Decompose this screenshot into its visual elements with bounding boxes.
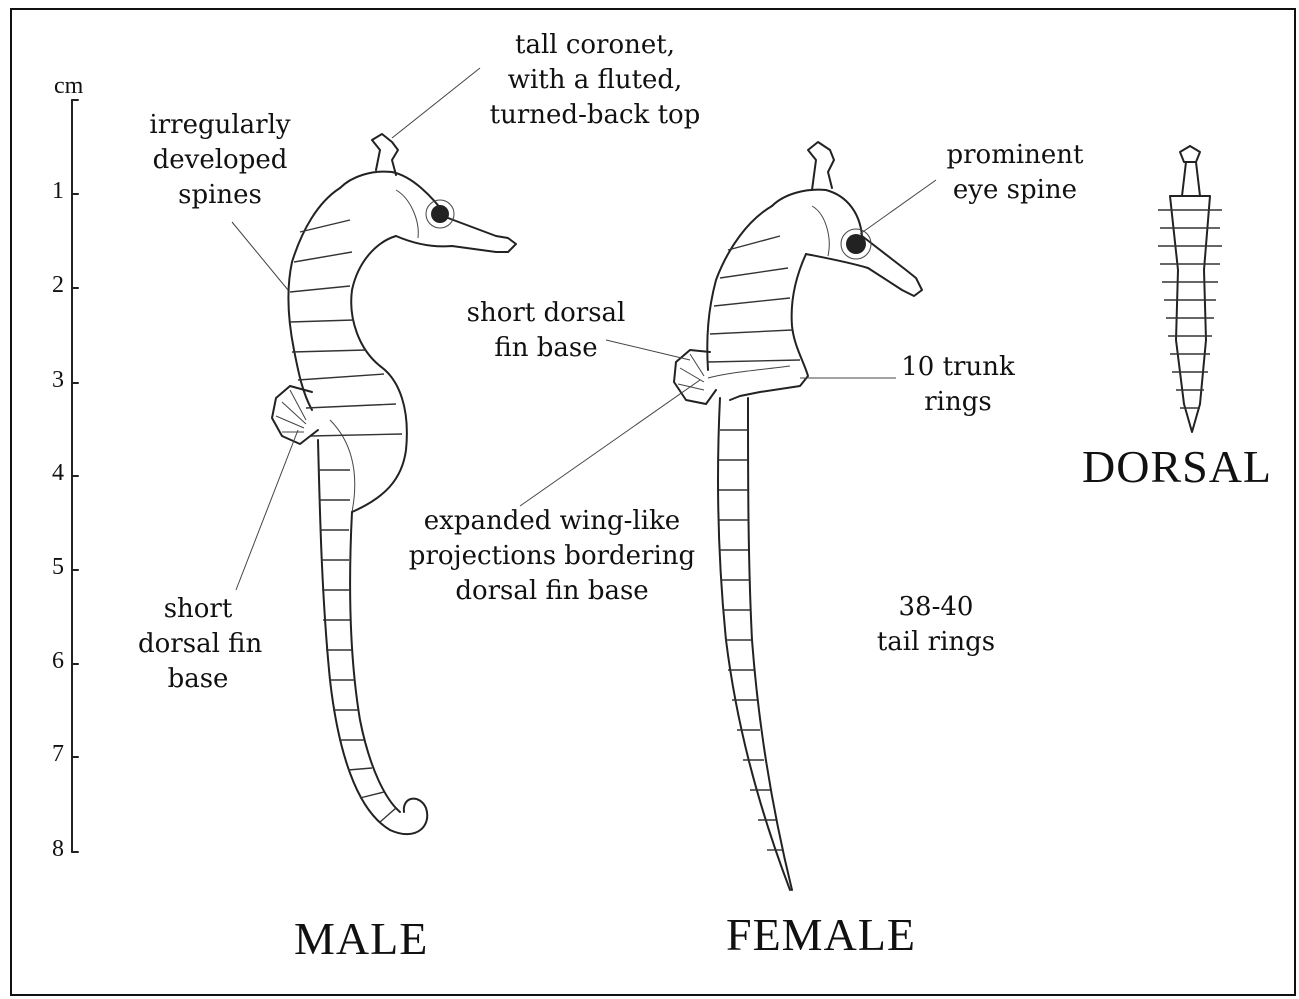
label-male-dorsal-fin-line3: base [138,662,258,697]
caption-female: FEMALE [726,908,916,961]
scale-tick-8: 8 [52,836,64,863]
label-tail-rings-line2: tail rings [866,625,1006,660]
label-tall-coronet-line2: with a fluted, [470,63,720,98]
label-eye-spine: prominent eye spine [930,138,1100,208]
label-irregular-spines: irregularly developed spines [130,108,310,213]
label-male-dorsal-fin-line1: short [138,592,258,627]
label-eye-spine-line1: prominent [930,138,1100,173]
scale-tick-3: 3 [52,367,64,394]
label-irregular-spines-line3: spines [130,178,310,213]
label-tall-coronet-line3: turned-back top [470,98,720,133]
scale-unit: cm [54,73,83,100]
label-wing-projections: expanded wing-like projections bordering… [392,504,712,609]
label-trunk-rings-line2: rings [888,385,1028,420]
label-trunk-rings: 10 trunk rings [888,350,1028,420]
label-trunk-rings-line1: 10 trunk [888,350,1028,385]
scale-tick-6: 6 [52,648,64,675]
label-female-dorsal-fin-line2: fin base [446,331,646,366]
label-female-dorsal-fin-line1: short dorsal [446,296,646,331]
label-male-dorsal-fin: short dorsal fin base [138,592,258,697]
label-tail-rings: 38-40 tail rings [866,590,1006,660]
label-wing-projections-line3: dorsal fin base [392,574,712,609]
label-wing-projections-line1: expanded wing-like [392,504,712,539]
scale-tick-1: 1 [52,178,64,205]
caption-dorsal: DORSAL [1082,440,1272,493]
label-tall-coronet-line1: tall coronet, [470,28,720,63]
label-irregular-spines-line2: developed [130,143,310,178]
label-wing-projections-line2: projections bordering [392,539,712,574]
label-male-dorsal-fin-line2: dorsal fin [138,627,258,662]
label-female-dorsal-fin: short dorsal fin base [446,296,646,366]
label-tall-coronet: tall coronet, with a fluted, turned-back… [470,28,720,133]
label-eye-spine-line2: eye spine [930,173,1100,208]
label-tail-rings-line1: 38-40 [866,590,1006,625]
scale-tick-5: 5 [52,554,64,581]
label-irregular-spines-line1: irregularly [130,108,310,143]
male-seahorse-drawing [272,134,516,834]
scale-tick-4: 4 [52,460,64,487]
caption-male: MALE [294,912,428,965]
scale-bar [72,100,78,852]
dorsal-view-drawing [1158,146,1222,432]
scale-tick-2: 2 [52,272,64,299]
scale-tick-7: 7 [52,741,64,768]
